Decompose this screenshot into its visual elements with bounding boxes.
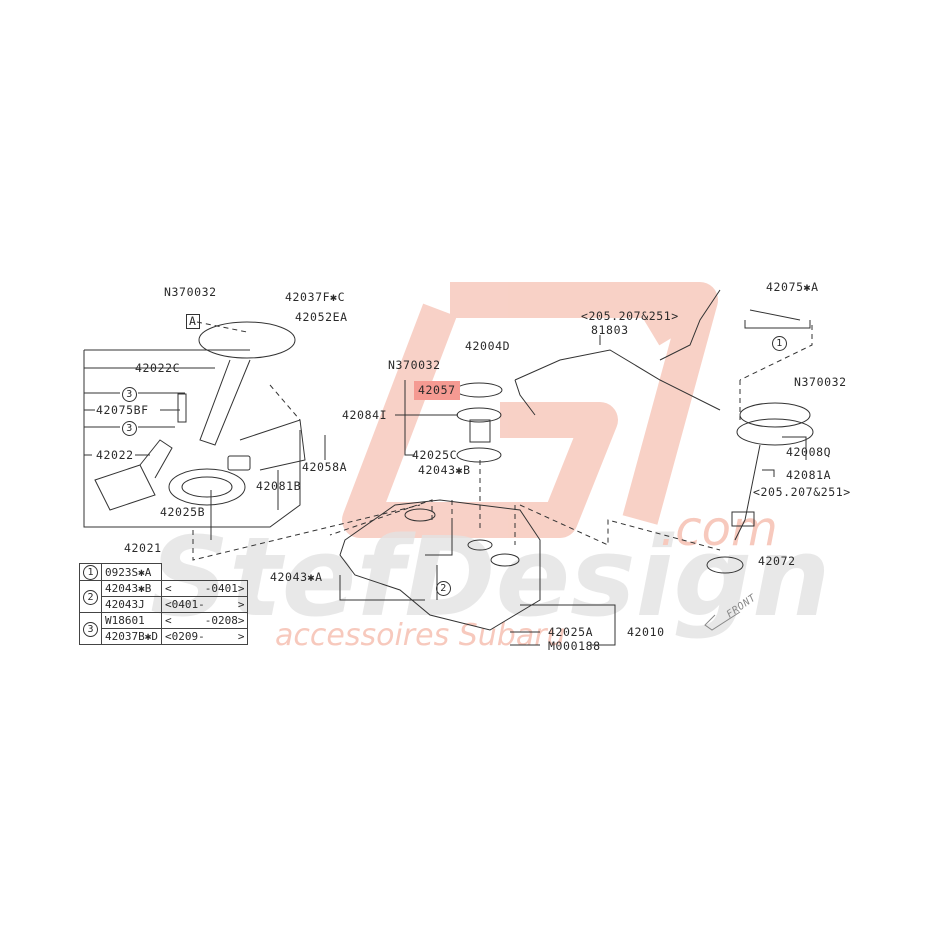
legend-ref: 3	[79, 612, 102, 645]
label-42075bf[interactable]: 42075BF	[96, 403, 149, 417]
label-42084i[interactable]: 42084I	[342, 408, 388, 422]
legend-range: <0401- >	[160, 596, 249, 613]
label-42021[interactable]: 42021	[124, 541, 162, 555]
ref-2-icon: 2	[436, 581, 451, 596]
label-42058a[interactable]: 42058A	[302, 460, 348, 474]
watermark-text: StefDesign .com accessoires Subaru	[150, 501, 830, 653]
ref-circle-3a: 3	[122, 387, 137, 402]
ref-1-icon: 1	[772, 336, 787, 351]
label-pump-variant: <205.207&251>	[753, 485, 851, 499]
legend-part: 0923S✱A	[101, 563, 162, 581]
label-n370032-right[interactable]: N370032	[794, 375, 847, 389]
label-42081b[interactable]: 42081B	[256, 479, 302, 493]
label-42010[interactable]: 42010	[627, 625, 665, 639]
legend-table: 1 0923S✱A 2 42043✱B < -0401> 42043J <040…	[79, 563, 249, 645]
ref-2-icon: 2	[83, 589, 98, 605]
legend-range	[161, 564, 247, 581]
ref-circle-3b: 3	[122, 421, 137, 436]
ref-circle-2: 2	[436, 581, 451, 596]
legend-part: W18601	[101, 612, 162, 629]
ref-circle-1: 1	[772, 336, 787, 351]
label-42004d[interactable]: 42004D	[465, 339, 511, 353]
label-42052ea[interactable]: 42052EA	[295, 310, 348, 324]
label-n370032-left[interactable]: N370032	[164, 285, 217, 299]
diagram-lines	[83, 289, 814, 646]
label-42043-b[interactable]: 42043✱B	[418, 463, 471, 477]
label-42008q[interactable]: 42008Q	[786, 445, 832, 459]
watermark-logo	[342, 282, 718, 538]
label-42025b[interactable]: 42025B	[160, 505, 206, 519]
label-42025c[interactable]: 42025C	[412, 448, 458, 462]
label-42075-a[interactable]: 42075✱A	[766, 280, 819, 294]
label-harness-variant: <205.207&251>	[581, 309, 679, 323]
legend-range: < -0401>	[160, 580, 249, 597]
legend-ref: 1	[79, 563, 102, 581]
legend-row: 2 42043✱B < -0401>	[79, 580, 249, 613]
legend-row: 42037B✱D <0209- >	[80, 628, 249, 645]
svg-text:accessoires Subaru: accessoires Subaru	[275, 618, 566, 653]
legend-part: 42037B✱D	[101, 628, 162, 645]
label-42072[interactable]: 42072	[758, 554, 796, 568]
label-42081a[interactable]: 42081A	[786, 468, 832, 482]
ref-3-icon: 3	[122, 421, 137, 436]
legend-range: <0209- >	[160, 628, 249, 645]
label-42022[interactable]: 42022	[96, 448, 134, 462]
label-n370032-mid[interactable]: N370032	[388, 358, 441, 372]
legend-part: 42043✱B	[101, 580, 162, 597]
marker-a: A	[186, 314, 200, 329]
ref-3-icon: 3	[83, 621, 98, 637]
legend-row: 3 W18601 < -0208>	[79, 612, 249, 645]
label-42043-a[interactable]: 42043✱A	[270, 570, 323, 584]
svg-text:.com: .com	[660, 501, 778, 557]
svg-text:StefDesign: StefDesign	[150, 513, 830, 641]
legend-part: 42043J	[101, 596, 162, 613]
ref-3-icon: 3	[122, 387, 137, 402]
legend-range: < -0208>	[160, 612, 249, 629]
label-81803[interactable]: 81803	[591, 323, 629, 337]
legend-row: 42043J <0401- >	[80, 596, 249, 613]
label-42025a[interactable]: 42025A	[548, 625, 594, 639]
label-42037f-c[interactable]: 42037F✱C	[285, 290, 346, 304]
legend-ref: 2	[79, 580, 102, 613]
label-m000188[interactable]: M000188	[548, 639, 601, 653]
label-42022c[interactable]: 42022C	[135, 361, 181, 375]
legend-row: 1 0923S✱A	[79, 563, 248, 581]
ref-1-icon: 1	[83, 565, 98, 580]
label-42057-highlighted[interactable]: 42057	[414, 381, 460, 400]
